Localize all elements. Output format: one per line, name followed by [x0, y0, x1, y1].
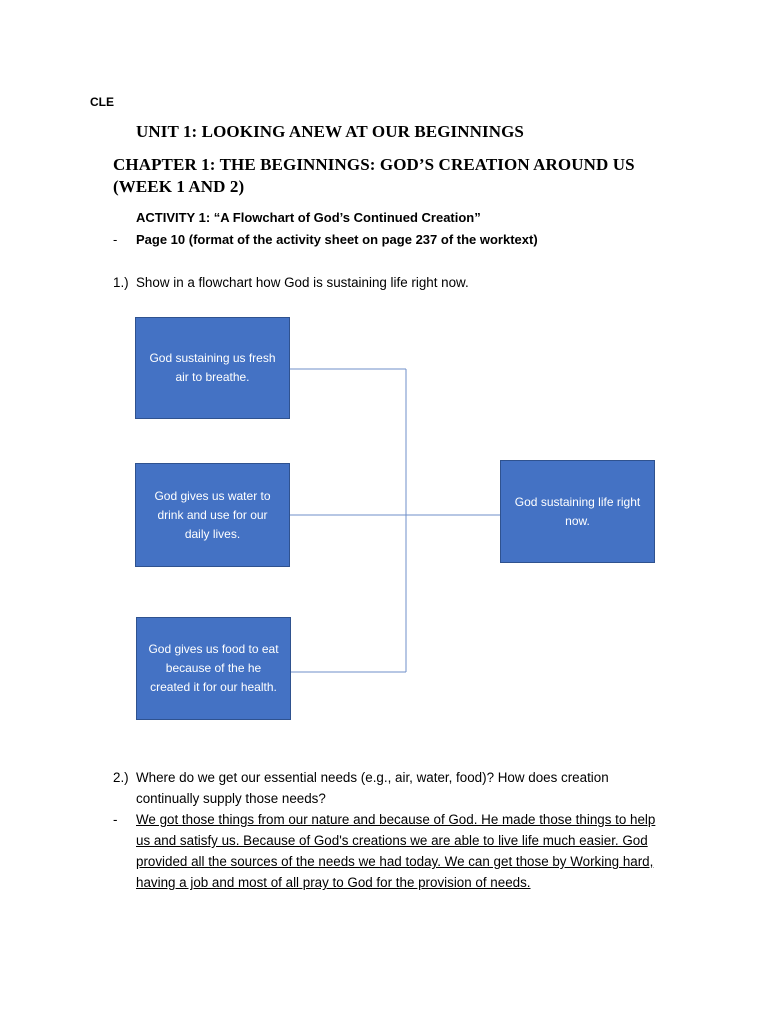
question2-text: Where do we get our essential needs (e.g… [136, 767, 609, 809]
answer-text: We got those things from our nature and … [136, 809, 655, 893]
chapter-title-line2: (WEEK 1 AND 2) [113, 177, 245, 196]
unit-title: UNIT 1: LOOKING ANEW AT OUR BEGINNINGS [136, 122, 524, 141]
flowchart-box-water-text: God gives us water to drink and use for … [154, 488, 271, 541]
flowchart-box-water: God gives us water to drink and use for … [135, 463, 290, 567]
answer-bullet: - [113, 812, 118, 827]
question2-line1: Where do we get our essential needs (e.g… [136, 770, 609, 785]
question2-line2: continually supply those needs? [136, 791, 326, 806]
flowchart-box-air: God sustaining us fresh air to breathe. [135, 317, 290, 419]
flowchart-box-food-text: God gives us food to eat because of the … [148, 642, 279, 694]
question1-number: 1.) [113, 275, 129, 290]
course-label: CLE [90, 95, 114, 109]
answer-line: having a job and most of all pray to God… [136, 875, 531, 890]
question2-number: 2.) [113, 770, 129, 785]
answer-line: We got those things from our nature and … [136, 812, 656, 827]
activity-page-ref: Page 10 (format of the activity sheet on… [136, 232, 538, 247]
flowchart-box-target: God sustaining life right now. [500, 460, 655, 563]
chapter-title: CHAPTER 1: THE BEGINNINGS: GOD’S CREATIO… [113, 154, 673, 198]
flowchart-box-air-text: God sustaining us fresh air to breathe. [149, 351, 276, 384]
activity-title: ACTIVITY 1: “A Flowchart of God’s Contin… [136, 210, 481, 225]
question1-text: Show in a flowchart how God is sustainin… [136, 275, 469, 290]
answer-line: us and satisfy us. Because of God's crea… [136, 833, 648, 848]
activity-bullet: - [113, 232, 118, 247]
flowchart-box-target-text: God sustaining life right now. [514, 494, 641, 528]
answer-line: provided all the sources of the needs we… [136, 854, 654, 869]
flowchart-box-food: God gives us food to eat because of the … [136, 617, 291, 720]
chapter-title-line1: CHAPTER 1: THE BEGINNINGS: GOD’S CREATIO… [113, 155, 635, 174]
